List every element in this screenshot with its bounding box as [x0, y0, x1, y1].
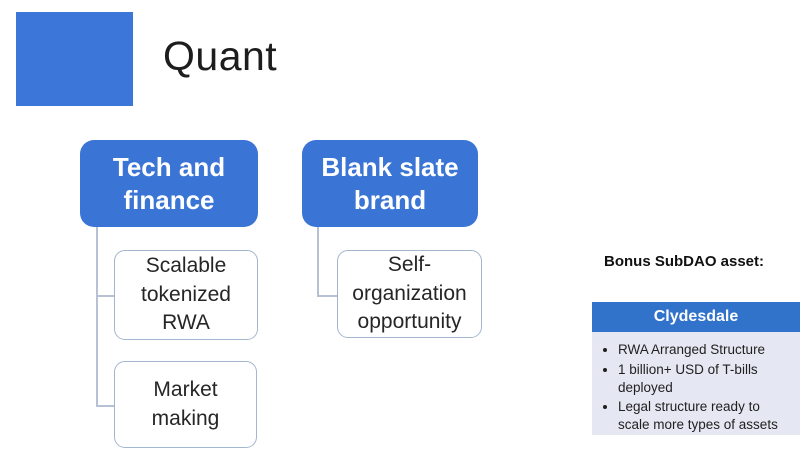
diagram-node-scalable-tokenized-rwa: Scalable tokenized RWA	[114, 250, 258, 340]
bullet-item: Legal structure ready to scale more type…	[618, 398, 794, 434]
diagram-node-self-organization: Self-organization opportunity	[337, 250, 482, 338]
bullet-item: RWA Arranged Structure	[618, 341, 794, 359]
diagram-node-market-making: Market making	[114, 361, 257, 448]
diagram-node-label: Market making	[151, 378, 220, 430]
diagram-node-label: Scalable tokenized RWA	[141, 254, 231, 335]
bonus-card-title: Clydesdale	[592, 302, 800, 332]
bullet-item: 1 billion+ USD of T-bills deployed	[618, 361, 794, 397]
connector-line-to-market	[96, 405, 115, 407]
page-title: Quant	[163, 33, 278, 79]
diagram-node-tech-and-finance: Tech and finance	[80, 140, 258, 227]
bonus-bullet-list: RWA Arranged Structure 1 billion+ USD of…	[600, 341, 794, 434]
connector-line-to-self	[317, 295, 338, 297]
diagram-node-blank-slate-brand: Blank slate brand	[302, 140, 478, 227]
connector-line-tech-vertical	[96, 227, 98, 407]
bonus-subdao-label: Bonus SubDAO asset:	[604, 253, 765, 270]
diagram-node-label: Self-organization opportunity	[352, 253, 467, 334]
bonus-card-clydesdale: Clydesdale RWA Arranged Structure 1 bill…	[592, 302, 800, 435]
connector-line-blank-vertical	[317, 227, 319, 297]
connector-line-to-scalable	[96, 295, 115, 297]
bonus-card-body: RWA Arranged Structure 1 billion+ USD of…	[592, 332, 800, 435]
diagram-node-label: Tech and finance	[112, 152, 226, 215]
logo-square	[16, 12, 133, 106]
diagram-node-label: Blank slate brand	[321, 152, 459, 215]
